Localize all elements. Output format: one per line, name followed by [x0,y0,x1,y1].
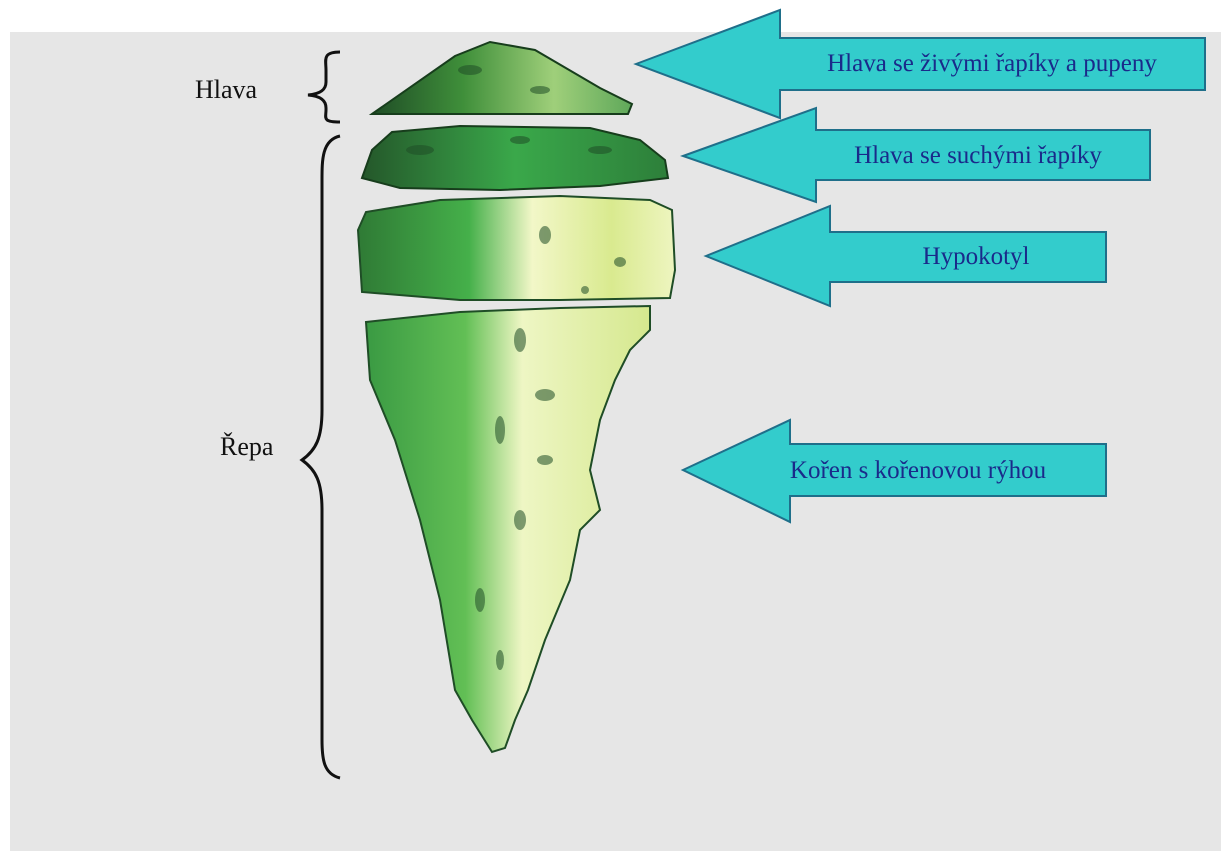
arrow-1-label: Hlava se živými řapíky a pupeny [827,50,1157,77]
head-label: Hlava [195,75,257,105]
arrow-3-label: Hypokotyl [923,243,1030,270]
beet-hypocotyl-slice [358,196,675,300]
beet-crown-slice [362,126,668,190]
arrow-4-label: Kořen s kořenovou rýhou [790,457,1047,484]
beet-label: Řepa [220,432,273,462]
arrow-2-label: Hlava se suchými řapíky [854,142,1102,169]
